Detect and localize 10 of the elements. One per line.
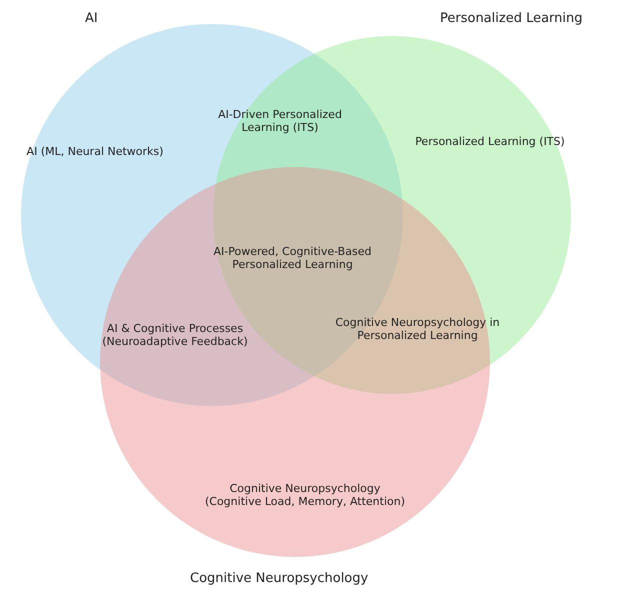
- region-label: AI-Powered, Cognitive-Based Personalized Learning: [212, 245, 372, 271]
- region-label: AI (ML, Neural Networks): [26, 145, 164, 158]
- set-title: Cognitive Neuropsychology: [190, 572, 368, 585]
- region-label: AI & Cognitive Processes (Neuroadaptive Feedback): [101, 322, 249, 348]
- set-title: AI: [85, 12, 98, 25]
- region-label: Cognitive Neuropsychology in Personalized Learning: [334, 316, 501, 342]
- region-label: Personalized Learning (ITS): [414, 135, 566, 148]
- set-title: Personalized Learning: [440, 12, 583, 25]
- region-label: AI-Driven Personalized Learning (ITS): [217, 108, 343, 134]
- region-label: Cognitive Neuropsychology (Cognitive Load, Memory, Attention): [204, 482, 406, 508]
